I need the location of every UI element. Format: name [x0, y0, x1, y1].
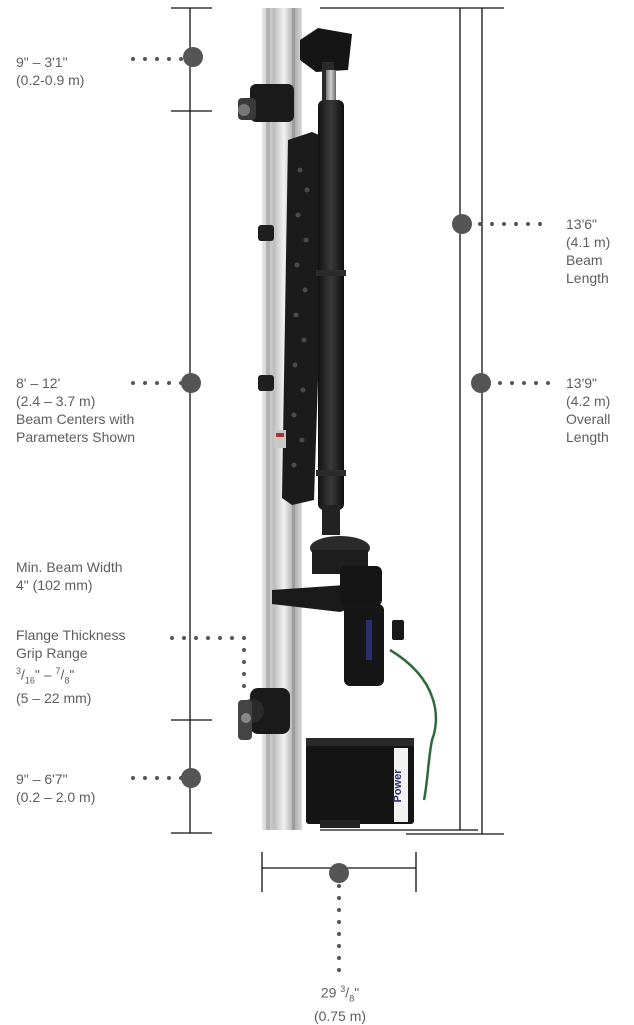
- beam-length-label: 13'6" (4.1 m) Beam Length: [566, 215, 610, 287]
- power-box: Power: [306, 738, 414, 828]
- overall-length-marker: [471, 373, 491, 393]
- top-mount-bracket: [300, 28, 352, 72]
- bottom-clamp-marker: [181, 768, 201, 788]
- bottom-clamp-label: 9" – 6'7" (0.2 – 2.0 m): [16, 770, 95, 806]
- beam-length-value: 13'6": [566, 216, 598, 232]
- beam-centers-label: 8' – 12' (2.4 – 3.7 m) Beam Centers with…: [16, 374, 135, 446]
- bottom-clamp-range: 9" – 6'7": [16, 771, 68, 787]
- brand-logo: Power: [392, 769, 404, 803]
- top-clamp-label: 9" – 3'1" (0.2-0.9 m): [16, 53, 84, 89]
- beam-length-metric: (4.1 m): [566, 234, 611, 250]
- beam-centers-caption: Beam Centers with: [16, 411, 135, 427]
- top-clamp-marker: [183, 47, 203, 67]
- overall-length-label: 13'9" (4.2 m) Overall Length: [566, 374, 610, 446]
- width-value: 29 3/8": [320, 984, 360, 1004]
- beam-centers-caption-2: Parameters Shown: [16, 429, 136, 445]
- top-clamp-metric: (0.2-0.9 m): [16, 72, 85, 88]
- upper-clamp: [238, 84, 294, 122]
- min-width-value: 4" (102 mm): [16, 577, 93, 593]
- actuator-tube: [318, 100, 344, 510]
- overall-length-value: 13'9": [566, 375, 598, 391]
- arm-plate: [282, 132, 326, 505]
- flange-range: 3/16" – 7/8": [16, 666, 75, 686]
- dimension-lines: [171, 7, 504, 892]
- overall-length-metric: (4.2 m): [566, 393, 611, 409]
- flange-metric: (5 – 22 mm): [16, 690, 92, 707]
- overall-length-caption: Overall: [566, 411, 611, 427]
- beam-centers-marker: [181, 373, 201, 393]
- beam-length-caption-2: Length: [566, 270, 609, 286]
- beam-centers-range: 8' – 12': [16, 375, 61, 391]
- flange-caption: Flange Thickness: [16, 627, 126, 643]
- flange-caption-2: Grip Range: [16, 645, 88, 661]
- min-width-caption: Min. Beam Width: [16, 559, 123, 575]
- top-clamp-range: 9" – 3'1": [16, 54, 68, 70]
- width-label: 29 3/8" (0.75 m): [312, 980, 368, 1025]
- power-cable: [389, 648, 438, 801]
- beam-length-marker: [452, 214, 472, 234]
- motor: [340, 566, 404, 686]
- beam-centers-metric: (2.4 – 3.7 m): [16, 393, 96, 409]
- machine-illustration: Power: [238, 8, 438, 830]
- width-marker: [329, 863, 349, 883]
- lower-clamp: [238, 688, 290, 740]
- leader-dots: [131, 57, 550, 972]
- bottom-clamp-metric: (0.2 – 2.0 m): [16, 789, 96, 805]
- beam-length-caption: Beam: [566, 252, 603, 268]
- min-width-label: Min. Beam Width 4" (102 mm): [16, 558, 123, 594]
- overall-length-caption-2: Length: [566, 429, 609, 445]
- width-metric: (0.75 m): [313, 1008, 367, 1025]
- flange-label: Flange Thickness Grip Range 3/16" – 7/8"…: [16, 626, 125, 707]
